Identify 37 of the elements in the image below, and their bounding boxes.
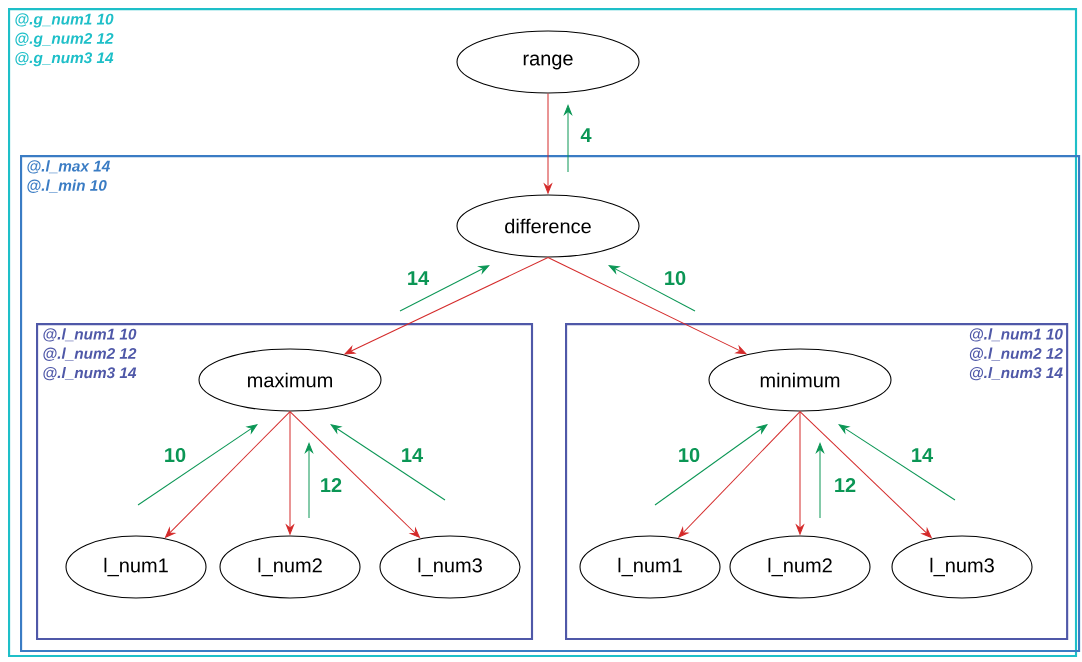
arrow xyxy=(547,257,747,355)
ellipse-node: range xyxy=(456,30,640,94)
arrow xyxy=(838,424,956,501)
ellipse-node: maximum xyxy=(198,348,382,412)
arrow xyxy=(799,411,932,538)
arrow xyxy=(815,442,825,519)
arrow xyxy=(795,411,805,535)
ellipse-node: l_num2 xyxy=(729,535,871,599)
arrow xyxy=(304,442,314,519)
arrow xyxy=(344,257,549,355)
edge-label: 4 xyxy=(579,126,593,144)
arrow xyxy=(654,424,768,506)
edge-label: 12 xyxy=(832,476,858,494)
arrow xyxy=(330,424,446,501)
arrow xyxy=(289,411,421,538)
arrow xyxy=(165,411,291,538)
edge-label: 12 xyxy=(318,476,344,494)
ellipse-node: l_num1 xyxy=(65,535,207,599)
arrow xyxy=(543,93,553,194)
ellipse-node: l_num3 xyxy=(891,535,1033,599)
arrow xyxy=(137,424,258,506)
ellipse-node: minimum xyxy=(708,348,892,412)
edge-label: 14 xyxy=(399,446,425,464)
ellipse-node: l_num1 xyxy=(579,535,721,599)
edge-label: 10 xyxy=(662,269,688,287)
edge-label: 10 xyxy=(676,446,702,464)
arrow xyxy=(285,411,295,535)
ellipse-node: l_num3 xyxy=(379,535,521,599)
ellipse-node: l_num2 xyxy=(219,535,361,599)
edge-label: 14 xyxy=(909,446,935,464)
arrow xyxy=(399,265,490,312)
arrow xyxy=(608,265,696,312)
arrow xyxy=(563,104,573,173)
arrow xyxy=(678,411,801,538)
edge-label: 10 xyxy=(162,446,188,464)
ellipse-node: difference xyxy=(456,194,640,258)
edge-label: 14 xyxy=(405,269,431,287)
